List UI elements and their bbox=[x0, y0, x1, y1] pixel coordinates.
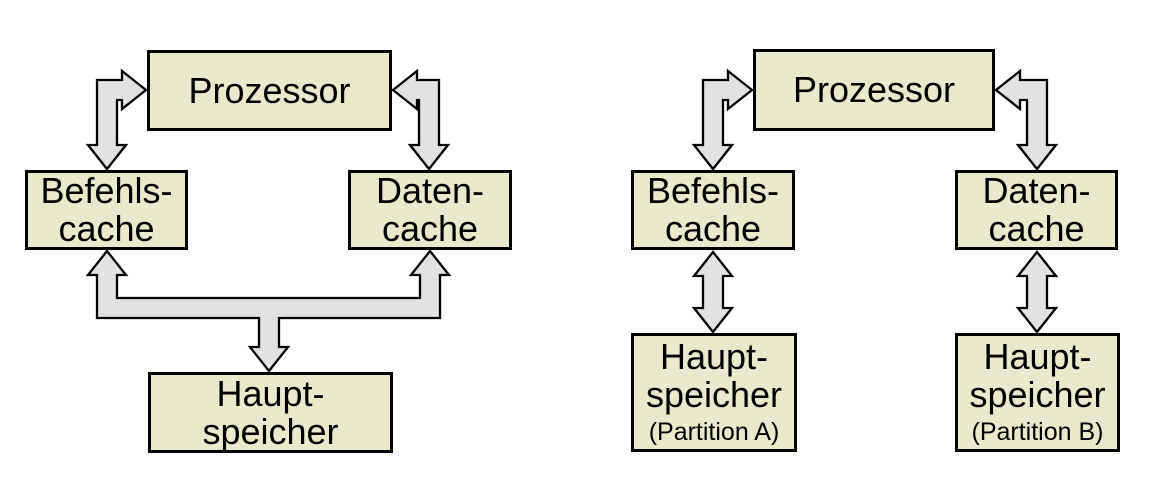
right-hauptspeicher-b-label-line2: speicher bbox=[969, 374, 1106, 415]
right-befehlscache-label-line1: Befehls- bbox=[646, 170, 780, 211]
left-hauptspeicher-label-line2: speicher bbox=[202, 410, 339, 452]
right-datencache-label-line1: Daten- bbox=[982, 170, 1091, 211]
arrow-prozessor-befehlscache-left-icon bbox=[85, 68, 148, 171]
right-befehlscache-label-line2: cache bbox=[664, 208, 762, 249]
right-hauptspeicher-a-label-line2: speicher bbox=[645, 374, 783, 415]
right-hauptspeicher-partition-b-box: Haupt- speicher (Partition B) bbox=[955, 333, 1120, 452]
arrow-datencache-hauptspeicher-b-icon bbox=[1015, 250, 1059, 334]
right-prozessor-box: Prozessor bbox=[753, 49, 995, 131]
left-befehlscache-label-line1: Befehls- bbox=[40, 170, 173, 211]
left-datencache-label-line2: cache bbox=[381, 208, 479, 249]
arrow-hauptspeicher-caches-fork-icon bbox=[85, 249, 452, 373]
right-befehlscache-box: Befehls- cache bbox=[631, 170, 795, 250]
right-hauptspeicher-a-partition-caption: (Partition A) bbox=[648, 418, 780, 446]
left-hauptspeicher-box: Haupt- speicher bbox=[148, 372, 393, 453]
left-datencache-label-line1: Daten- bbox=[375, 170, 485, 211]
right-hauptspeicher-b-partition-caption: (Partition B) bbox=[971, 418, 1104, 446]
right-datencache-label-line2: cache bbox=[988, 208, 1085, 249]
arrow-prozessor-befehlscache-right-icon bbox=[691, 68, 754, 171]
right-prozessor-label: Prozessor bbox=[792, 69, 956, 110]
arrow-befehlscache-hauptspeicher-a-icon bbox=[691, 250, 735, 334]
arrow-prozessor-datencache-left-icon bbox=[391, 68, 451, 171]
left-befehlscache-box: Befehls- cache bbox=[25, 170, 188, 250]
left-befehlscache-label-line2: cache bbox=[58, 208, 155, 249]
left-prozessor-label: Prozessor bbox=[188, 69, 351, 111]
right-datencache-box: Daten- cache bbox=[955, 170, 1118, 250]
arrow-prozessor-datencache-right-icon bbox=[994, 68, 1059, 171]
left-prozessor-box: Prozessor bbox=[147, 50, 392, 131]
left-datencache-box: Daten- cache bbox=[348, 170, 512, 250]
right-hauptspeicher-partition-a-box: Haupt- speicher (Partition A) bbox=[631, 333, 797, 452]
left-hauptspeicher-label-line1: Haupt- bbox=[216, 372, 325, 414]
right-hauptspeicher-a-label-line1: Haupt- bbox=[659, 336, 769, 377]
right-hauptspeicher-b-label-line1: Haupt- bbox=[983, 336, 1092, 377]
